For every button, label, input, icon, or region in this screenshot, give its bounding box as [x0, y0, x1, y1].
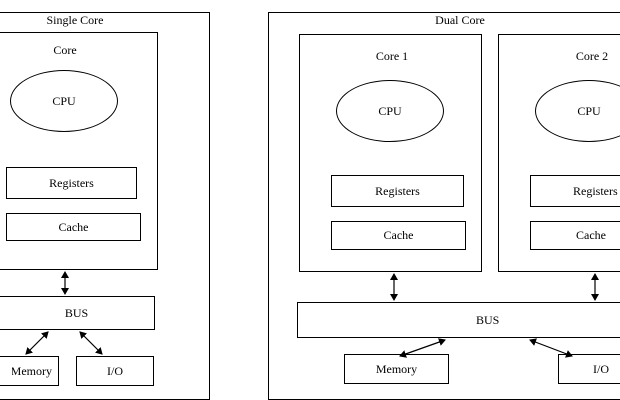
core2-cpu-label: CPU [577, 103, 601, 118]
dual-io-label: I/O [593, 361, 609, 376]
single-registers: Registers [6, 167, 137, 199]
single-cache: Cache [6, 213, 141, 241]
single-core-label: Core [53, 43, 77, 57]
single-memory-label: Memory [12, 363, 52, 378]
core1-cache: Cache [331, 221, 466, 250]
core1-registers-label: Registers [375, 183, 420, 198]
dual-memory-label: Memory [375, 361, 418, 376]
core2-cache-label: Cache [576, 228, 606, 242]
core2-registers-label: Registers [573, 183, 618, 198]
dual-core-title: Dual Core [435, 13, 485, 27]
single-bus: BUS [0, 296, 155, 330]
core1-cache-label: Cache [383, 228, 414, 242]
dual-bus: BUS [297, 302, 620, 338]
single-registers-label: Registers [49, 175, 94, 190]
single-bus-label: BUS [64, 305, 89, 320]
core1-cpu: CPU [336, 80, 444, 142]
dual-memory: Memory [344, 354, 449, 384]
single-cpu: CPU [10, 70, 118, 132]
dual-io: I/O [558, 354, 620, 384]
core2-label: Core 2 [575, 49, 609, 63]
core1-cpu-label: CPU [378, 103, 402, 118]
core2-registers: Registers [530, 175, 620, 207]
core1-label: Core 1 [375, 49, 409, 63]
single-core-title: Single Core [46, 13, 104, 27]
single-cpu-label: CPU [52, 93, 76, 108]
single-memory: Memory [0, 356, 59, 386]
core1-registers: Registers [331, 175, 464, 207]
core2-cache: Cache [530, 221, 620, 250]
dual-bus-label: BUS [476, 312, 500, 327]
single-io: I/O [76, 356, 154, 386]
single-cache-label: Cache [58, 219, 89, 234]
core2-cpu: CPU [535, 80, 620, 142]
single-io-label: I/O [107, 363, 123, 378]
